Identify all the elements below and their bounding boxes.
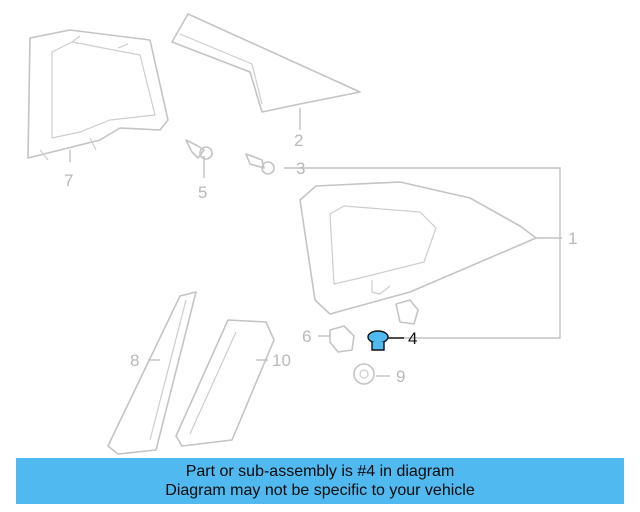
part-5-screw — [185, 139, 213, 160]
part-9-grommet — [353, 363, 375, 385]
callout-9: 9 — [396, 367, 405, 386]
part-3-bolt — [245, 153, 275, 175]
part-6-clip — [329, 299, 419, 353]
part-1-quarter-trim-panel — [299, 181, 537, 315]
callout-1: 1 — [568, 229, 577, 248]
info-banner: Part or sub-assembly is #4 in diagram Di… — [16, 458, 624, 504]
part-4-clip-highlighted — [367, 330, 389, 351]
part-7-upper-trim-panel — [27, 29, 169, 161]
part-10-pillar-trim — [175, 319, 275, 447]
callout-7: 7 — [64, 171, 73, 190]
callout-4: 4 — [408, 329, 417, 348]
part-2-quarter-trim — [171, 13, 361, 113]
callout-6: 6 — [302, 327, 311, 346]
callout-5: 5 — [198, 183, 207, 202]
callout-8: 8 — [130, 351, 139, 370]
banner-line-1: Part or sub-assembly is #4 in diagram — [185, 463, 455, 480]
part-8-pillar-trim — [107, 291, 197, 455]
banner-line-2: Diagram may not be specific to your vehi… — [165, 482, 475, 499]
callout-2: 2 — [294, 131, 303, 150]
callout-10: 10 — [272, 351, 291, 370]
callout-3: 3 — [296, 159, 305, 178]
leader-lines — [69, 108, 562, 377]
